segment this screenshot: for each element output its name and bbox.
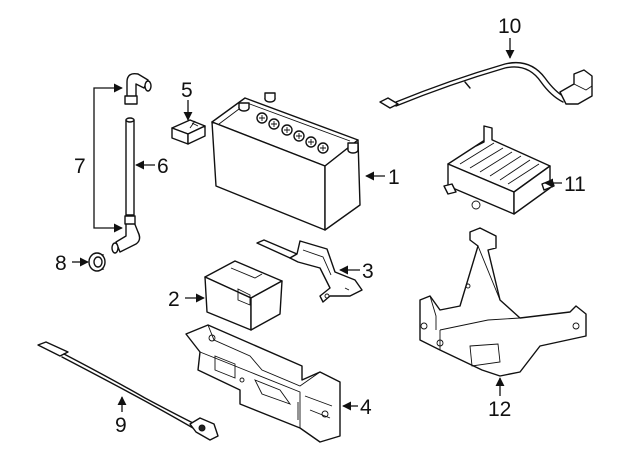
vent-tube-part[interactable] [125, 117, 135, 216]
callout-2[interactable]: 2 [168, 288, 180, 311]
battery-part[interactable] [211, 92, 361, 231]
callout-12[interactable]: 12 [488, 398, 511, 421]
ground-cable-part[interactable] [37, 341, 219, 441]
sensor-cable-part[interactable] [379, 61, 593, 109]
callout-8[interactable]: 8 [55, 252, 67, 275]
callout-9[interactable]: 9 [115, 414, 127, 437]
callout-4[interactable]: 4 [360, 396, 372, 419]
callout-10[interactable]: 10 [498, 15, 521, 38]
tray-support-part[interactable] [419, 227, 587, 377]
insulator-part[interactable] [204, 260, 283, 331]
vent-elbow-top-part[interactable] [124, 72, 152, 105]
control-module-part[interactable] [443, 125, 555, 215]
callout-11[interactable]: 11 [564, 173, 586, 196]
callout-7[interactable]: 7 [74, 155, 86, 178]
callout-7-bracket [93, 83, 123, 233]
vent-elbow-bottom-part[interactable] [111, 215, 141, 254]
callout-1[interactable]: 1 [388, 166, 400, 189]
callout-5[interactable]: 5 [181, 79, 193, 102]
callout-3[interactable]: 3 [362, 260, 374, 283]
grommet-part[interactable] [88, 252, 106, 272]
vent-caps [256, 112, 329, 154]
battery-tray-part[interactable] [185, 324, 341, 443]
hold-down-bracket-part[interactable] [256, 239, 363, 303]
terminal-cap-part[interactable] [171, 119, 206, 145]
callout-6[interactable]: 6 [157, 155, 169, 178]
